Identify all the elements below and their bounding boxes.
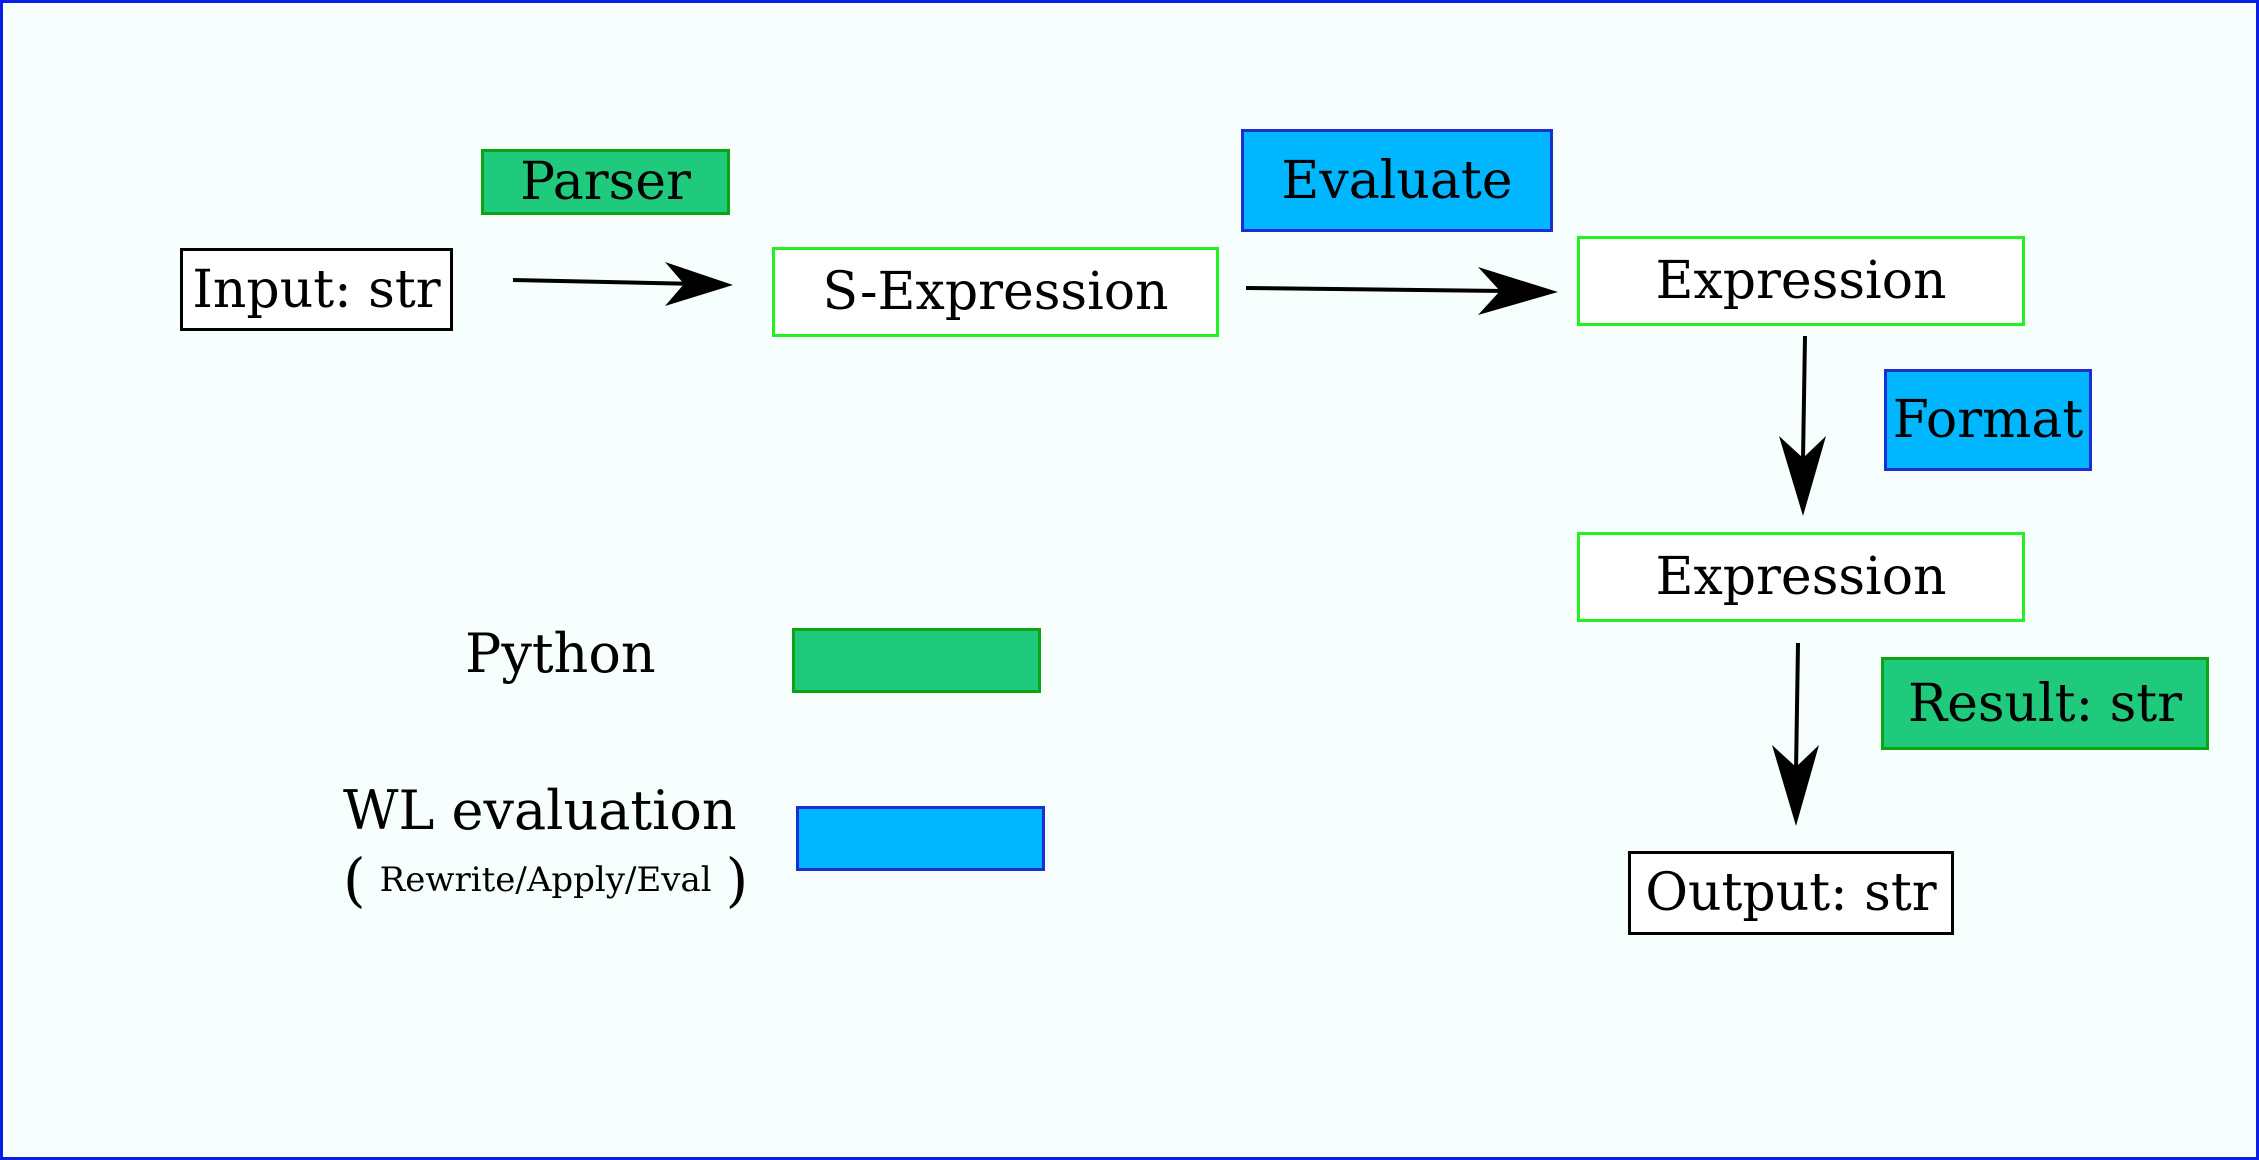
legend-wl-label: WL evaluation [343,779,737,842]
s-expression-node: S-Expression [772,247,1219,337]
result-step: Result: str [1881,657,2209,750]
legend-wl-close-paren: ) [725,846,749,914]
output-node-label: Output: str [1645,863,1937,923]
expression-label-formatted: Expression [1655,547,1947,607]
legend-wl-detail: ( Rewrite/Apply/Eval ) [343,851,748,909]
evaluate-step: Evaluate [1241,129,1553,232]
format-step-label: Format [1892,390,2084,450]
legend-python-label: Python [465,622,656,685]
output-node: Output: str [1628,851,1954,935]
legend-python-swatch [792,628,1041,693]
expression-node-formatted: Expression [1577,532,2025,622]
expression-node-evaluated: Expression [1577,236,2025,326]
legend-wl-detail-text: Rewrite/Apply/Eval [379,860,712,900]
legend-wl-swatch [796,806,1045,871]
expression-label-evaluated: Expression [1655,251,1947,311]
arrow-expression-to-expression [1779,335,1826,516]
parser-step: Parser [481,149,730,215]
parser-step-label: Parser [520,152,691,212]
legend-wl-open-paren: ( [343,846,366,914]
format-step: Format [1884,369,2092,471]
arrow-expression-to-output [1772,642,1819,826]
s-expression-label: S-Expression [822,262,1169,322]
input-node: Input: str [180,248,453,331]
input-node-label: Input: str [192,259,441,320]
arrow-input-to-sexpr [512,262,733,306]
arrow-sexpr-to-expression [1245,267,1558,315]
evaluate-step-label: Evaluate [1281,150,1513,211]
result-step-label: Result: str [1907,673,2183,734]
